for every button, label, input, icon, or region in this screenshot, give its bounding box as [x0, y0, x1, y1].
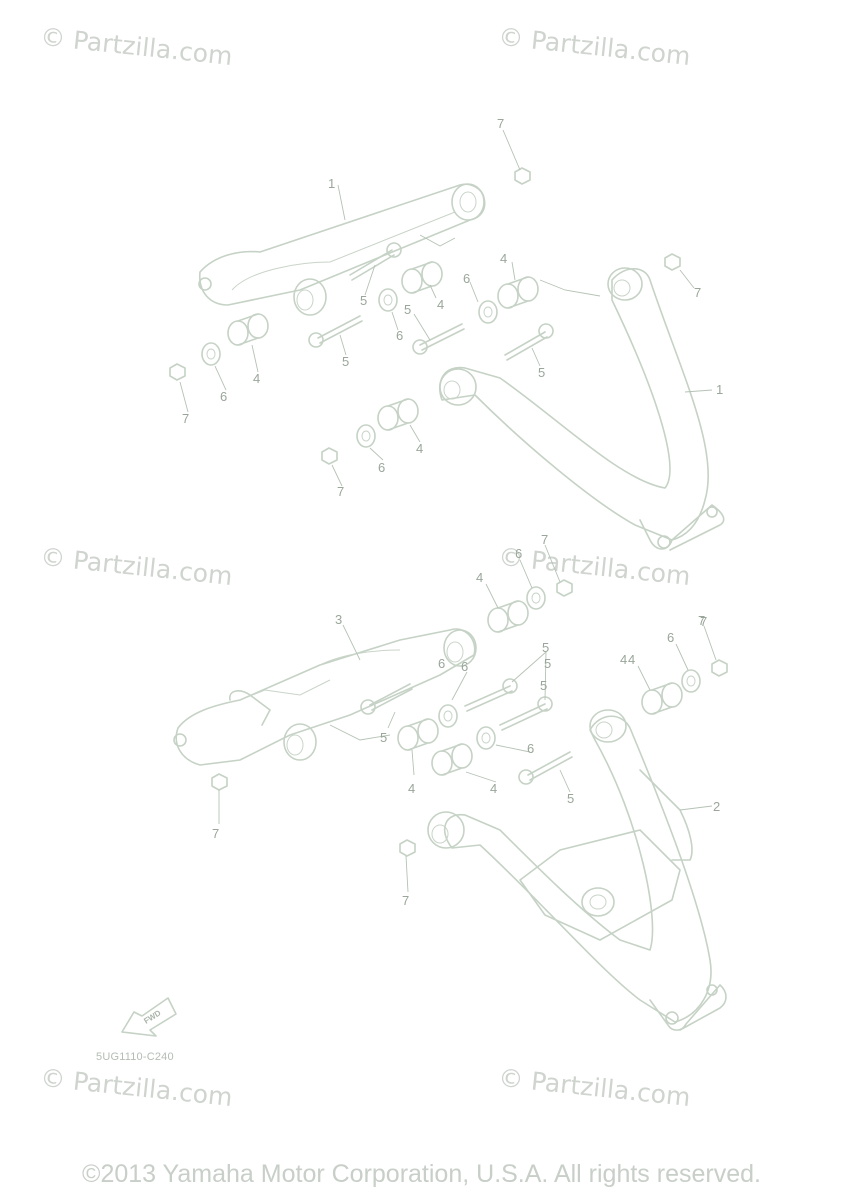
callout: 4 [437, 297, 444, 312]
callout: 5 [538, 365, 545, 380]
leader-lines [179, 129, 717, 893]
callout: 7 [212, 826, 219, 841]
svg-text:FWD: FWD [142, 1008, 162, 1025]
upper-arm-right [439, 267, 725, 551]
callout: 5 [360, 293, 367, 308]
callout: 7 [698, 613, 705, 628]
lower-arm-right [427, 709, 727, 1031]
upper-arm-left [198, 183, 486, 316]
callout: 7 [541, 532, 548, 547]
callout: 5 [542, 640, 549, 655]
callout: 2 [713, 799, 720, 814]
callout: 5 [540, 678, 547, 693]
callout: 6 [378, 460, 385, 475]
callout: 4 [476, 570, 483, 585]
callout: 3 [335, 612, 342, 627]
callout: 6 [461, 659, 468, 674]
callout: 6 [463, 271, 470, 286]
callout: 7 [182, 411, 189, 426]
callout: 4 [253, 371, 260, 386]
callout: 6 [667, 630, 674, 645]
callout: 6 [527, 741, 534, 756]
callout: 5 [567, 791, 574, 806]
callout-labels: 7 1 5 4 6 4 7 6 4 5 6 5 5 7 1 6 4 7 6 4 … [182, 116, 723, 908]
callout: 4 [500, 251, 507, 266]
callout: 5 [404, 302, 411, 317]
forward-arrow-icon: FWD [121, 997, 177, 1037]
diagram-code: 5UG1110-C240 [96, 1051, 174, 1063]
bottom-fasteners [211, 579, 728, 857]
callout: 5 [544, 656, 551, 671]
callout: 7 [337, 484, 344, 499]
callout: 7 [497, 116, 504, 131]
top-fasteners [169, 167, 681, 465]
callout: 4 [408, 781, 415, 796]
callout: 1 [328, 176, 335, 191]
callout: 7 [402, 893, 409, 908]
callout: 5 [380, 730, 387, 745]
callout: 4 [620, 652, 627, 667]
callout: 7 [694, 285, 701, 300]
callout: 6 [438, 656, 445, 671]
callout: 1 [716, 382, 723, 397]
callout: 6 [220, 389, 227, 404]
callout: 4 [628, 652, 635, 667]
callout: 6 [396, 328, 403, 343]
callout: 7 [700, 614, 707, 629]
callout: 6 [515, 546, 522, 561]
callout: 4 [416, 441, 423, 456]
copyright-notice: ©2013 Yamaha Motor Corporation, U.S.A. A… [82, 1160, 761, 1188]
callout: 5 [342, 354, 349, 369]
callout: 4 [490, 781, 497, 796]
lower-arm-left [173, 628, 477, 766]
